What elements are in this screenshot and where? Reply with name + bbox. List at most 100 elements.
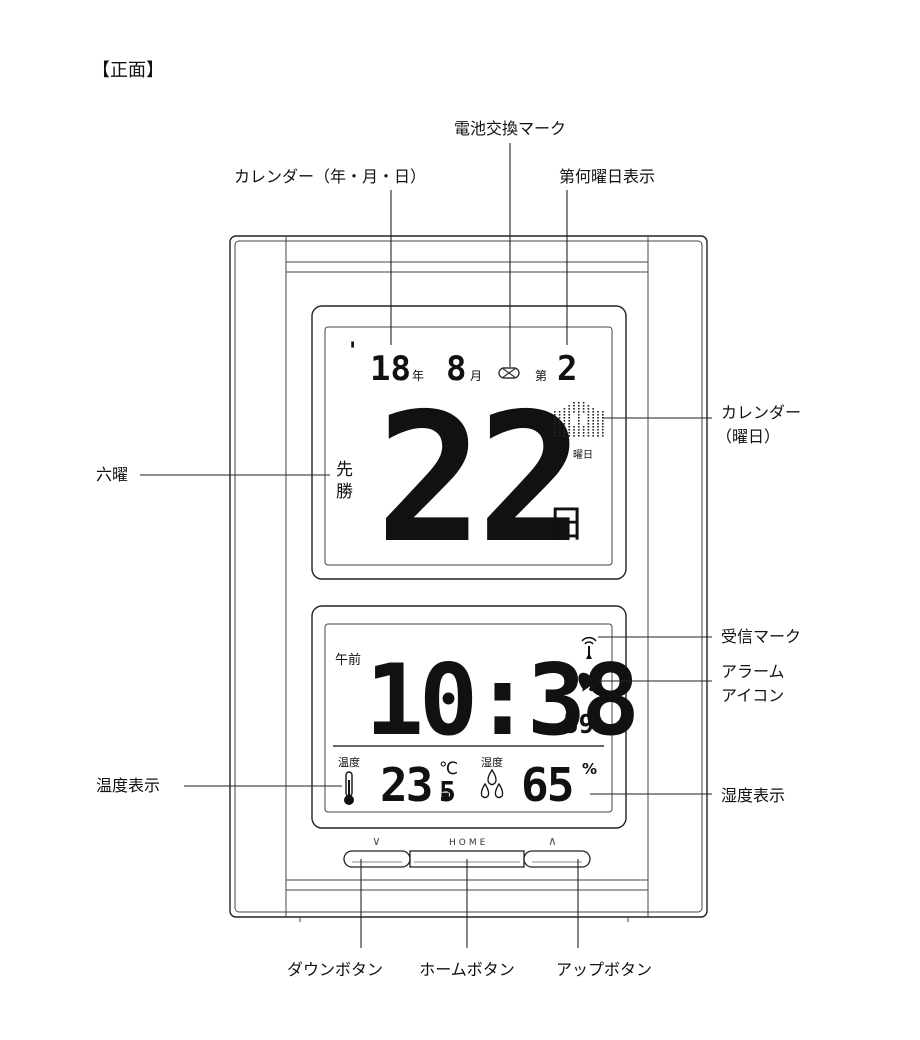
weekday-dot	[587, 414, 590, 416]
label-humidity-display: 湿度表示	[721, 786, 785, 805]
weekday-dot	[563, 417, 566, 419]
weekday-dot	[578, 417, 580, 419]
signal-reception-icon	[581, 636, 597, 659]
weekday-dot	[578, 420, 580, 422]
label-rokuyo: 六曜	[96, 465, 128, 484]
weekday-dot	[578, 411, 580, 413]
weekday-dot	[597, 414, 599, 416]
weekday-dot	[573, 402, 575, 404]
humid-label: 湿度	[481, 755, 503, 769]
weekday-dot	[554, 417, 556, 419]
seconds-digits: 59	[563, 710, 594, 740]
weekday-dot	[568, 426, 570, 428]
weekday-dot	[582, 426, 585, 428]
year-apostrophe: '	[346, 339, 359, 364]
weekday-dot	[597, 420, 599, 422]
weekday-dot	[568, 429, 570, 431]
weekday-dot	[554, 420, 556, 422]
label-battery-mark: 電池交換マーク	[454, 119, 566, 138]
weekday-dot	[578, 408, 580, 410]
label-temperature-display: 温度表示	[96, 776, 160, 795]
weekday-dot	[558, 414, 561, 416]
weekday-dot	[602, 432, 604, 434]
weekday-dot	[592, 429, 594, 431]
weekday-dot	[597, 432, 599, 434]
weekday-dot	[563, 435, 566, 437]
weekday-dot	[573, 408, 575, 410]
weekday-dot	[554, 426, 556, 428]
weekday-dot	[563, 414, 566, 416]
weekday-dot	[592, 408, 594, 410]
weekday-dot	[568, 420, 570, 422]
weekday-dot	[582, 435, 585, 437]
weekday-dot	[573, 429, 575, 431]
weekday-dot	[573, 432, 575, 434]
month-unit: 月	[470, 369, 482, 383]
weekday-dot	[563, 423, 566, 425]
weekday-dot	[578, 429, 580, 431]
weekday-dot	[554, 435, 556, 437]
temperature-int: 23.	[380, 758, 457, 812]
up-button[interactable]	[523, 850, 591, 868]
weekday-dot	[602, 414, 604, 416]
weekday-dot	[554, 423, 556, 425]
down-button[interactable]	[343, 850, 411, 868]
weekday-dot	[568, 432, 570, 434]
weekday-dot	[597, 426, 599, 428]
calendar-screen: ' 18 年 8 月 第 2 22 日 先 勝 曜日	[311, 305, 627, 582]
weekday-dot	[563, 429, 566, 431]
label-down-button: ダウンボタン	[287, 960, 383, 979]
humidity-unit: %	[582, 760, 597, 778]
weekday-dot-matrix-icon	[554, 402, 604, 437]
weekday-dot	[554, 432, 556, 434]
month-digit: 8	[446, 349, 466, 389]
alarm-bell-icon	[578, 672, 597, 692]
temperature-unit: ℃	[439, 759, 458, 779]
weekday-dot	[597, 411, 599, 413]
section-title: 【正面】	[92, 60, 164, 81]
weekday-dot	[554, 411, 556, 413]
weekday-dot	[592, 435, 594, 437]
weekday-dot	[568, 435, 570, 437]
day-unit: 日	[547, 502, 585, 546]
weekday-dot	[568, 423, 570, 425]
weekday-dot	[602, 423, 604, 425]
weekday-dot	[587, 429, 590, 431]
weekday-dot	[578, 405, 580, 407]
weekday-dot	[568, 411, 570, 413]
weekday-dot	[587, 405, 590, 407]
water-drops-icon	[480, 768, 504, 799]
weekday-dot	[563, 420, 566, 422]
weekday-dot	[554, 414, 556, 416]
humidity-digits: 65	[521, 758, 572, 812]
weekday-dot	[587, 423, 590, 425]
weekday-dot	[592, 432, 594, 434]
year-unit: 年	[412, 369, 424, 383]
weekday-dot	[563, 411, 566, 413]
weekday-dot	[597, 423, 599, 425]
label-week-number-display: 第何曜日表示	[559, 167, 655, 186]
label-home-button: ホームボタン	[419, 960, 515, 979]
weekday-dot	[582, 408, 585, 410]
weekday-dot	[582, 402, 585, 404]
weekday-dot	[592, 411, 594, 413]
weekday-dot	[587, 420, 590, 422]
down-symbol: ∨	[372, 834, 381, 848]
weekday-dot	[558, 423, 561, 425]
weekday-dot	[597, 417, 599, 419]
weekday-dot	[602, 435, 604, 437]
weekday-dot	[602, 429, 604, 431]
weekday-dot	[582, 411, 585, 413]
weekday-dot	[568, 414, 570, 416]
weekday-dot	[578, 423, 580, 425]
weekday-dot	[602, 411, 604, 413]
weekday-dot	[578, 414, 580, 416]
label-calendar-weekday-2: （曜日）	[716, 427, 780, 446]
weekday-dot	[587, 426, 590, 428]
label-alarm-icon-2: アイコン	[721, 686, 784, 705]
weekday-dot	[582, 405, 585, 407]
weekday-dot	[578, 435, 580, 437]
label-calendar-weekday-1: カレンダー	[721, 403, 801, 422]
label-alarm-icon-1: アラーム	[721, 662, 785, 681]
